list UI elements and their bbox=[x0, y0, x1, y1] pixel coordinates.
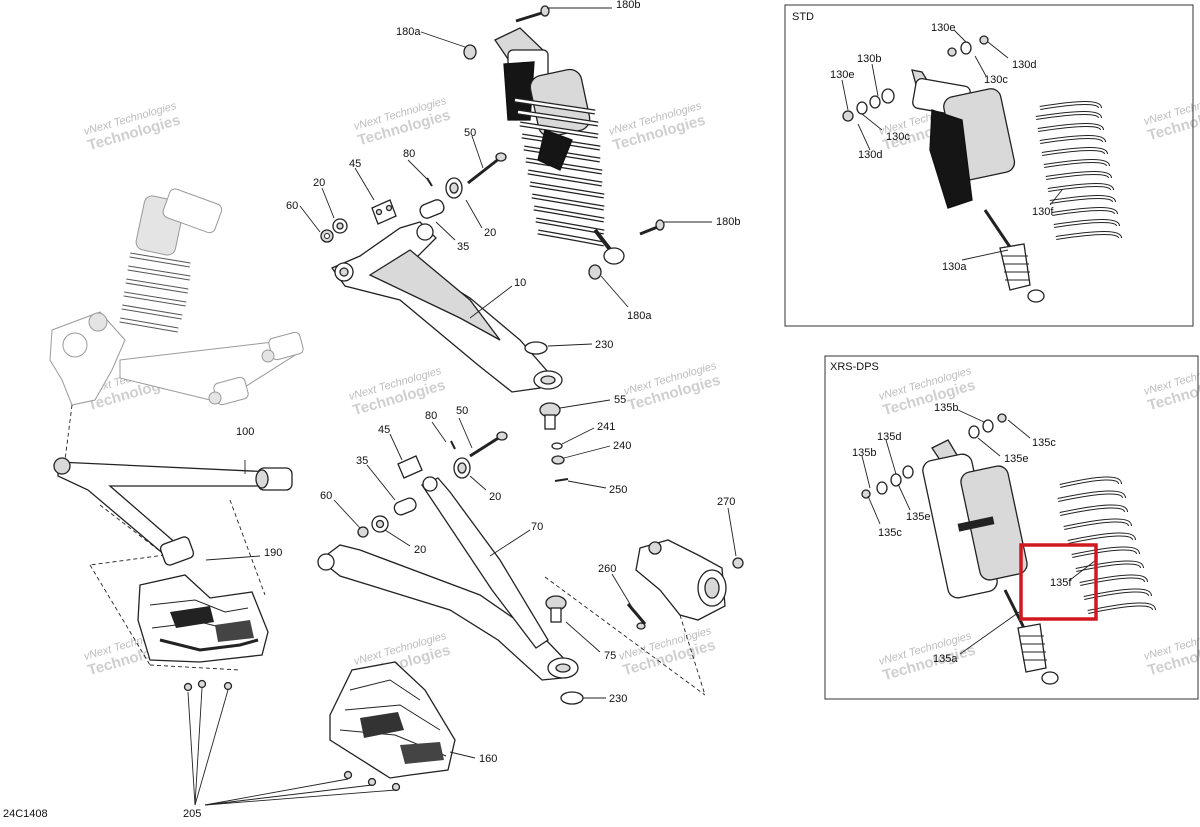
std-spring bbox=[1035, 101, 1122, 240]
steering-knuckle bbox=[626, 539, 744, 630]
label-135b: 135b bbox=[852, 447, 876, 459]
label-250: 250 bbox=[609, 484, 627, 496]
label-130d: 130d bbox=[858, 149, 882, 161]
label-241: 241 bbox=[597, 421, 615, 433]
label-50: 50 bbox=[464, 127, 476, 139]
label-135f: 135f bbox=[1050, 577, 1072, 589]
label-75: 75 bbox=[604, 650, 616, 662]
assembled-suspension-illustration bbox=[49, 188, 304, 406]
skid-plate-fasteners-bottom bbox=[343, 770, 401, 792]
inset-std-frame bbox=[784, 4, 1194, 327]
skid-plate-fasteners-left bbox=[183, 679, 233, 692]
label-130a: 130a bbox=[942, 261, 967, 273]
label-20: 20 bbox=[313, 177, 325, 189]
label-260: 260 bbox=[598, 563, 616, 575]
label-60: 60 bbox=[286, 200, 298, 212]
label-160: 160 bbox=[479, 753, 497, 765]
label-20: 20 bbox=[489, 491, 501, 503]
label-60: 60 bbox=[320, 490, 332, 502]
inset-std: STD 130e 130d 130b bbox=[784, 4, 1194, 327]
label-45: 45 bbox=[349, 158, 361, 170]
label-180a: 180a bbox=[627, 310, 652, 322]
projection-lines-left bbox=[64, 404, 266, 671]
label-270: 270 bbox=[717, 496, 735, 508]
leader-lines-main bbox=[187, 7, 737, 806]
label-180b: 180b bbox=[716, 216, 740, 228]
label-180b: 180b bbox=[616, 0, 640, 11]
label-80: 80 bbox=[425, 410, 437, 422]
label-135c: 135c bbox=[878, 527, 902, 539]
inset-std-title: STD bbox=[792, 11, 814, 23]
label-230: 230 bbox=[609, 693, 627, 705]
label-130e: 130e bbox=[931, 22, 955, 34]
label-20: 20 bbox=[484, 227, 496, 239]
label-100: 100 bbox=[236, 426, 254, 438]
label-35: 35 bbox=[457, 241, 469, 253]
label-50: 50 bbox=[456, 405, 468, 417]
label-130b: 130b bbox=[857, 53, 881, 65]
label-240: 240 bbox=[613, 440, 631, 452]
inset-xrs-title: XRS-DPS bbox=[830, 361, 879, 373]
label-180a: 180a bbox=[396, 26, 421, 38]
upper-a-arm-hardware bbox=[320, 152, 569, 482]
label-130f: 130f bbox=[1032, 206, 1054, 218]
label-130c: 130c bbox=[984, 74, 1008, 86]
label-20: 20 bbox=[414, 544, 426, 556]
part-100-lower-arm bbox=[53, 457, 293, 566]
highlight-box-135f[interactable] bbox=[1019, 543, 1098, 621]
label-135e: 135e bbox=[906, 511, 930, 523]
label-10: 10 bbox=[514, 277, 526, 289]
inset-xrs-dps: XRS-DPS 135b 135c 1 bbox=[824, 355, 1199, 700]
label-135b: 135b bbox=[934, 402, 958, 414]
label-190: 190 bbox=[264, 547, 282, 559]
label-230: 230 bbox=[595, 339, 613, 351]
label-135c: 135c bbox=[1032, 437, 1056, 449]
part-190-skid-plate bbox=[137, 574, 269, 663]
overview-spring bbox=[119, 252, 191, 333]
drawing-id: 24C1408 bbox=[3, 808, 48, 820]
projection-line-knuckle bbox=[544, 576, 706, 696]
label-70: 70 bbox=[531, 521, 543, 533]
label-130d: 130d bbox=[1012, 59, 1036, 71]
label-135d: 135d bbox=[877, 431, 901, 443]
label-35: 35 bbox=[356, 455, 368, 467]
inset-xrs-frame bbox=[824, 355, 1199, 700]
label-130e: 130e bbox=[830, 69, 854, 81]
label-45: 45 bbox=[378, 424, 390, 436]
part-160-skid-plate bbox=[329, 661, 456, 779]
lower-a-arm-hardware bbox=[357, 431, 584, 705]
part-10-upper-a-arm bbox=[330, 221, 563, 393]
part-labels-main: 180a 180b 180b 180a 50 80 45 20 60 35 20… bbox=[3, 0, 740, 820]
label-80: 80 bbox=[403, 148, 415, 160]
label-130c: 130c bbox=[886, 131, 910, 143]
main-shock-absorber bbox=[463, 5, 665, 280]
label-205: 205 bbox=[183, 808, 201, 820]
part-70-lower-a-arm bbox=[317, 476, 579, 681]
label-135e: 135e bbox=[1004, 453, 1028, 465]
label-135a: 135a bbox=[933, 653, 958, 665]
xrs-spring bbox=[1057, 476, 1156, 614]
label-55: 55 bbox=[614, 394, 626, 406]
